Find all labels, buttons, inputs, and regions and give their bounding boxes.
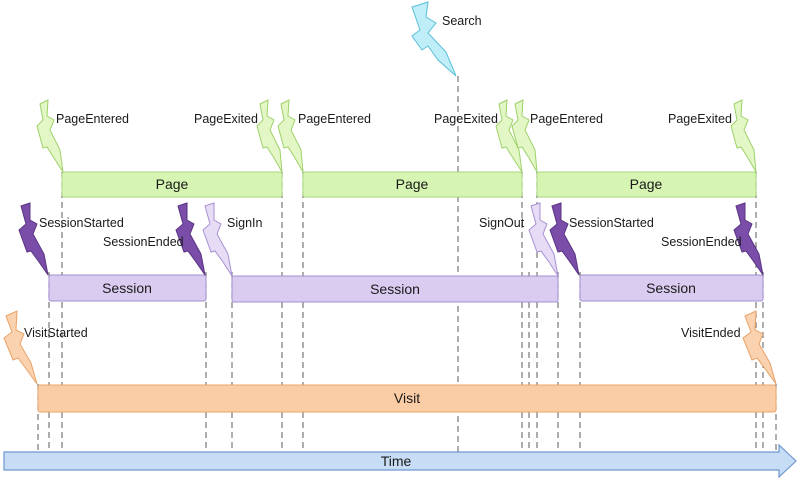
session-bar-3: Session — [579, 274, 764, 302]
visit-bar-label: Visit — [394, 390, 420, 406]
page-bar-3-label: Page — [630, 176, 663, 192]
event-label-session-ended-2: SessionEnded — [661, 235, 742, 249]
event-label-sign-in: SignIn — [227, 216, 262, 230]
bolt-sign-out-icon — [528, 202, 559, 277]
event-label-visit-ended: VisitEnded — [681, 326, 741, 340]
session-bar-3-label: Session — [646, 280, 696, 296]
page-bar-1-label: Page — [156, 176, 189, 192]
event-label-page-exited-1: PageExited — [194, 112, 258, 126]
session-bar-1: Session — [48, 274, 207, 302]
event-label-session-started-1: SessionStarted — [39, 216, 124, 230]
bolt-sign-in-icon — [202, 202, 233, 277]
time-arrow-label: Time — [381, 453, 412, 469]
bolt-visit-ended-icon — [742, 310, 777, 385]
event-label-page-exited-3: PageExited — [668, 112, 732, 126]
event-label-session-started-2: SessionStarted — [569, 216, 654, 230]
session-bar-2-label: Session — [370, 281, 420, 297]
bolt-page-exited-3-icon — [730, 99, 757, 173]
bolt-page-exited-2-icon — [495, 99, 523, 173]
event-label-page-entered-3: PageEntered — [530, 112, 603, 126]
bolt-search-icon — [411, 1, 457, 77]
time-arrow: Time — [3, 443, 797, 479]
event-labels: Search PageEntered PageExited PageEntere… — [24, 14, 742, 340]
session-bar-1-label: Session — [102, 280, 152, 296]
bolt-session-started-1-icon — [18, 202, 49, 276]
visit-bar: Visit — [37, 384, 777, 413]
bolt-page-entered-1-icon — [36, 99, 64, 173]
bolt-page-entered-3-icon — [511, 99, 538, 173]
bolt-session-ended-1-icon — [175, 202, 206, 276]
bolt-page-exited-1-icon — [256, 99, 283, 173]
event-label-session-ended-1: SessionEnded — [103, 235, 184, 249]
bolt-session-ended-2-icon — [733, 202, 764, 276]
event-label-page-entered-2: PageEntered — [298, 112, 371, 126]
page-bar-2: Page — [302, 171, 523, 198]
session-bar-2: Session — [231, 275, 559, 303]
event-label-search: Search — [442, 14, 482, 28]
event-label-page-exited-2: PageExited — [434, 112, 498, 126]
bolt-page-entered-2-icon — [277, 99, 304, 173]
bolt-visit-started-icon — [3, 310, 38, 385]
page-bar-3: Page — [536, 171, 757, 198]
event-label-sign-out: SignOut — [479, 216, 525, 230]
bolt-session-started-2-icon — [549, 202, 580, 276]
event-label-page-entered-1: PageEntered — [56, 112, 129, 126]
page-bar-2-label: Page — [396, 176, 429, 192]
event-label-visit-started: VisitStarted — [24, 326, 88, 340]
page-bar-1: Page — [61, 171, 283, 198]
